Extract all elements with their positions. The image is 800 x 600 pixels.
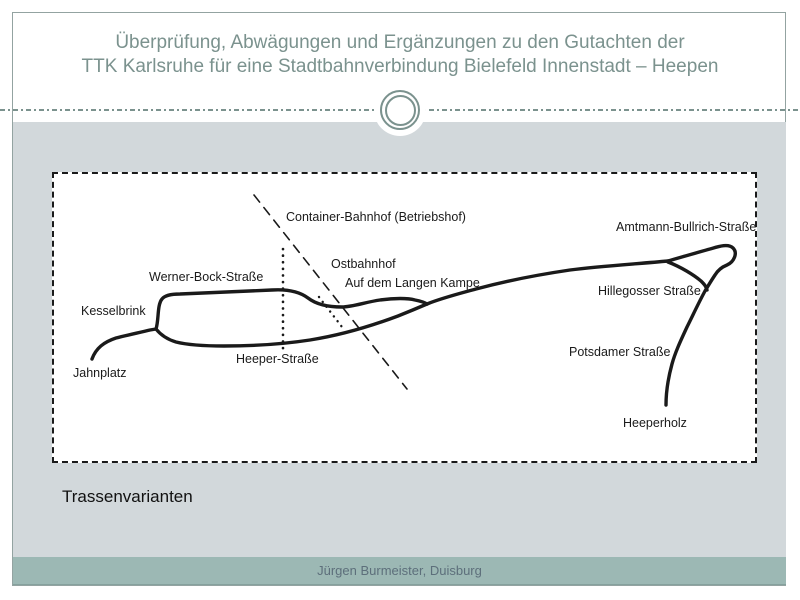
label-container-bahnhof: Container-Bahnhof (Betriebshof) bbox=[286, 210, 466, 224]
variant-dotted-connector bbox=[317, 295, 344, 329]
boundary-dashed-line bbox=[253, 194, 408, 390]
slide-title-line1: Überprüfung, Abwägungen und Ergänzungen … bbox=[115, 32, 685, 53]
footer-bar: Jürgen Burmeister, Duisburg bbox=[13, 557, 786, 585]
slide-title-line2: TTK Karlsruhe für eine Stadtbahnverbindu… bbox=[81, 56, 719, 77]
footer-author: Jürgen Burmeister, Duisburg bbox=[317, 563, 482, 578]
ornament-inner-ring bbox=[384, 94, 416, 126]
label-heeperholz: Heeperholz bbox=[623, 416, 687, 430]
label-heeper-strasse: Heeper-Straße bbox=[236, 352, 319, 366]
ornament-outer-ring bbox=[380, 90, 420, 130]
slide-title: Überprüfung, Abwägungen und Ergänzungen … bbox=[0, 31, 800, 79]
label-ostbahnhof: Ostbahnhof bbox=[331, 257, 396, 271]
label-kesselbrink: Kesselbrink bbox=[81, 304, 146, 318]
route-jahnplatz-segment bbox=[90, 327, 158, 361]
label-hillegosser-strasse: Hillegosser Straße bbox=[598, 284, 701, 298]
route-east-loop-segment bbox=[664, 243, 737, 407]
route-hillegosser-connector bbox=[666, 260, 709, 292]
label-jahnplatz: Jahnplatz bbox=[73, 366, 127, 380]
label-auf-dem-langen-kampe: Auf dem Langen Kampe bbox=[345, 276, 480, 290]
route-diagram-canvas bbox=[90, 194, 737, 407]
route-diagram: Container-Bahnhof (Betriebshof) Amtmann-… bbox=[52, 172, 757, 463]
label-werner-bock-strasse: Werner-Bock-Straße bbox=[149, 270, 264, 284]
route-main-segment bbox=[425, 259, 670, 306]
circle-ornament-icon bbox=[374, 84, 426, 136]
route-heeper-branch bbox=[154, 302, 429, 348]
label-amtmann-bullrich: Amtmann-Bullrich-Straße bbox=[616, 220, 757, 234]
slide-caption: Trassenvarianten bbox=[62, 487, 193, 506]
label-potsdamer-strasse: Potsdamer Straße bbox=[569, 345, 671, 359]
route-werner-bock-branch bbox=[154, 288, 429, 331]
